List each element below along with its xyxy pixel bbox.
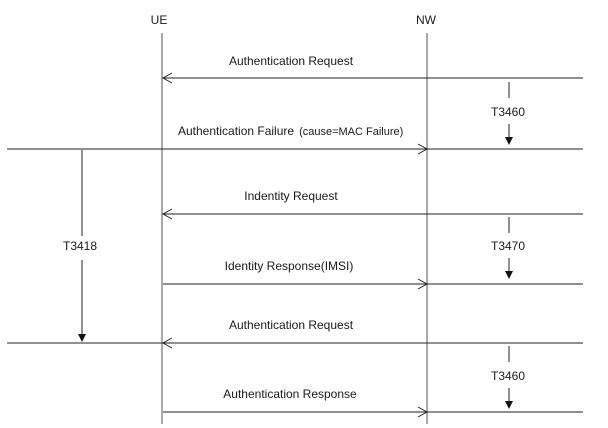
message-cause-note: (cause=MAC Failure) — [299, 126, 403, 138]
timer-label: T3460 — [491, 369, 525, 383]
timer-arrowhead — [505, 271, 513, 279]
timer-t3460-1: T3460 — [491, 82, 525, 145]
timer-t3418: T3418 — [63, 150, 97, 342]
message-identity-request: Indentity Request — [161, 189, 583, 220]
message-authentication-response: Authentication Response — [163, 387, 583, 418]
message-label: Indentity Request — [244, 189, 338, 203]
lifeline-label-nw: NW — [416, 13, 437, 27]
arrowhead — [161, 337, 173, 349]
arrowhead — [161, 72, 173, 84]
timer-t3460-2: T3460 — [491, 346, 525, 409]
message-label-text: Authentication Failure — [178, 124, 294, 138]
message-label: Authentication Request — [229, 318, 354, 332]
timer-arrowhead — [505, 137, 513, 145]
arrowhead — [417, 143, 429, 155]
message-authentication-failure: Authentication Failure (cause=MAC Failure… — [7, 124, 583, 155]
arrowhead — [161, 208, 173, 220]
message-label: Authentication Request — [229, 54, 354, 68]
timer-label: T3470 — [491, 239, 525, 253]
message-authentication-request-2: Authentication Request — [7, 318, 583, 349]
arrowhead — [417, 278, 429, 290]
timer-label: T3418 — [63, 239, 97, 253]
timer-arrowhead — [78, 334, 86, 342]
timer-arrowhead — [505, 401, 513, 409]
lifeline-label-ue: UE — [151, 13, 168, 27]
timer-t3470: T3470 — [491, 217, 525, 279]
arrowhead — [417, 406, 429, 418]
message-identity-response: Identity Response(IMSI) — [163, 259, 583, 290]
message-authentication-request-1: Authentication Request — [161, 54, 583, 84]
message-label: Identity Response(IMSI) — [225, 259, 354, 273]
message-label: Authentication Failure (cause=MAC Failure… — [178, 124, 403, 138]
timer-label: T3460 — [491, 105, 525, 119]
message-label: Authentication Response — [223, 387, 357, 401]
